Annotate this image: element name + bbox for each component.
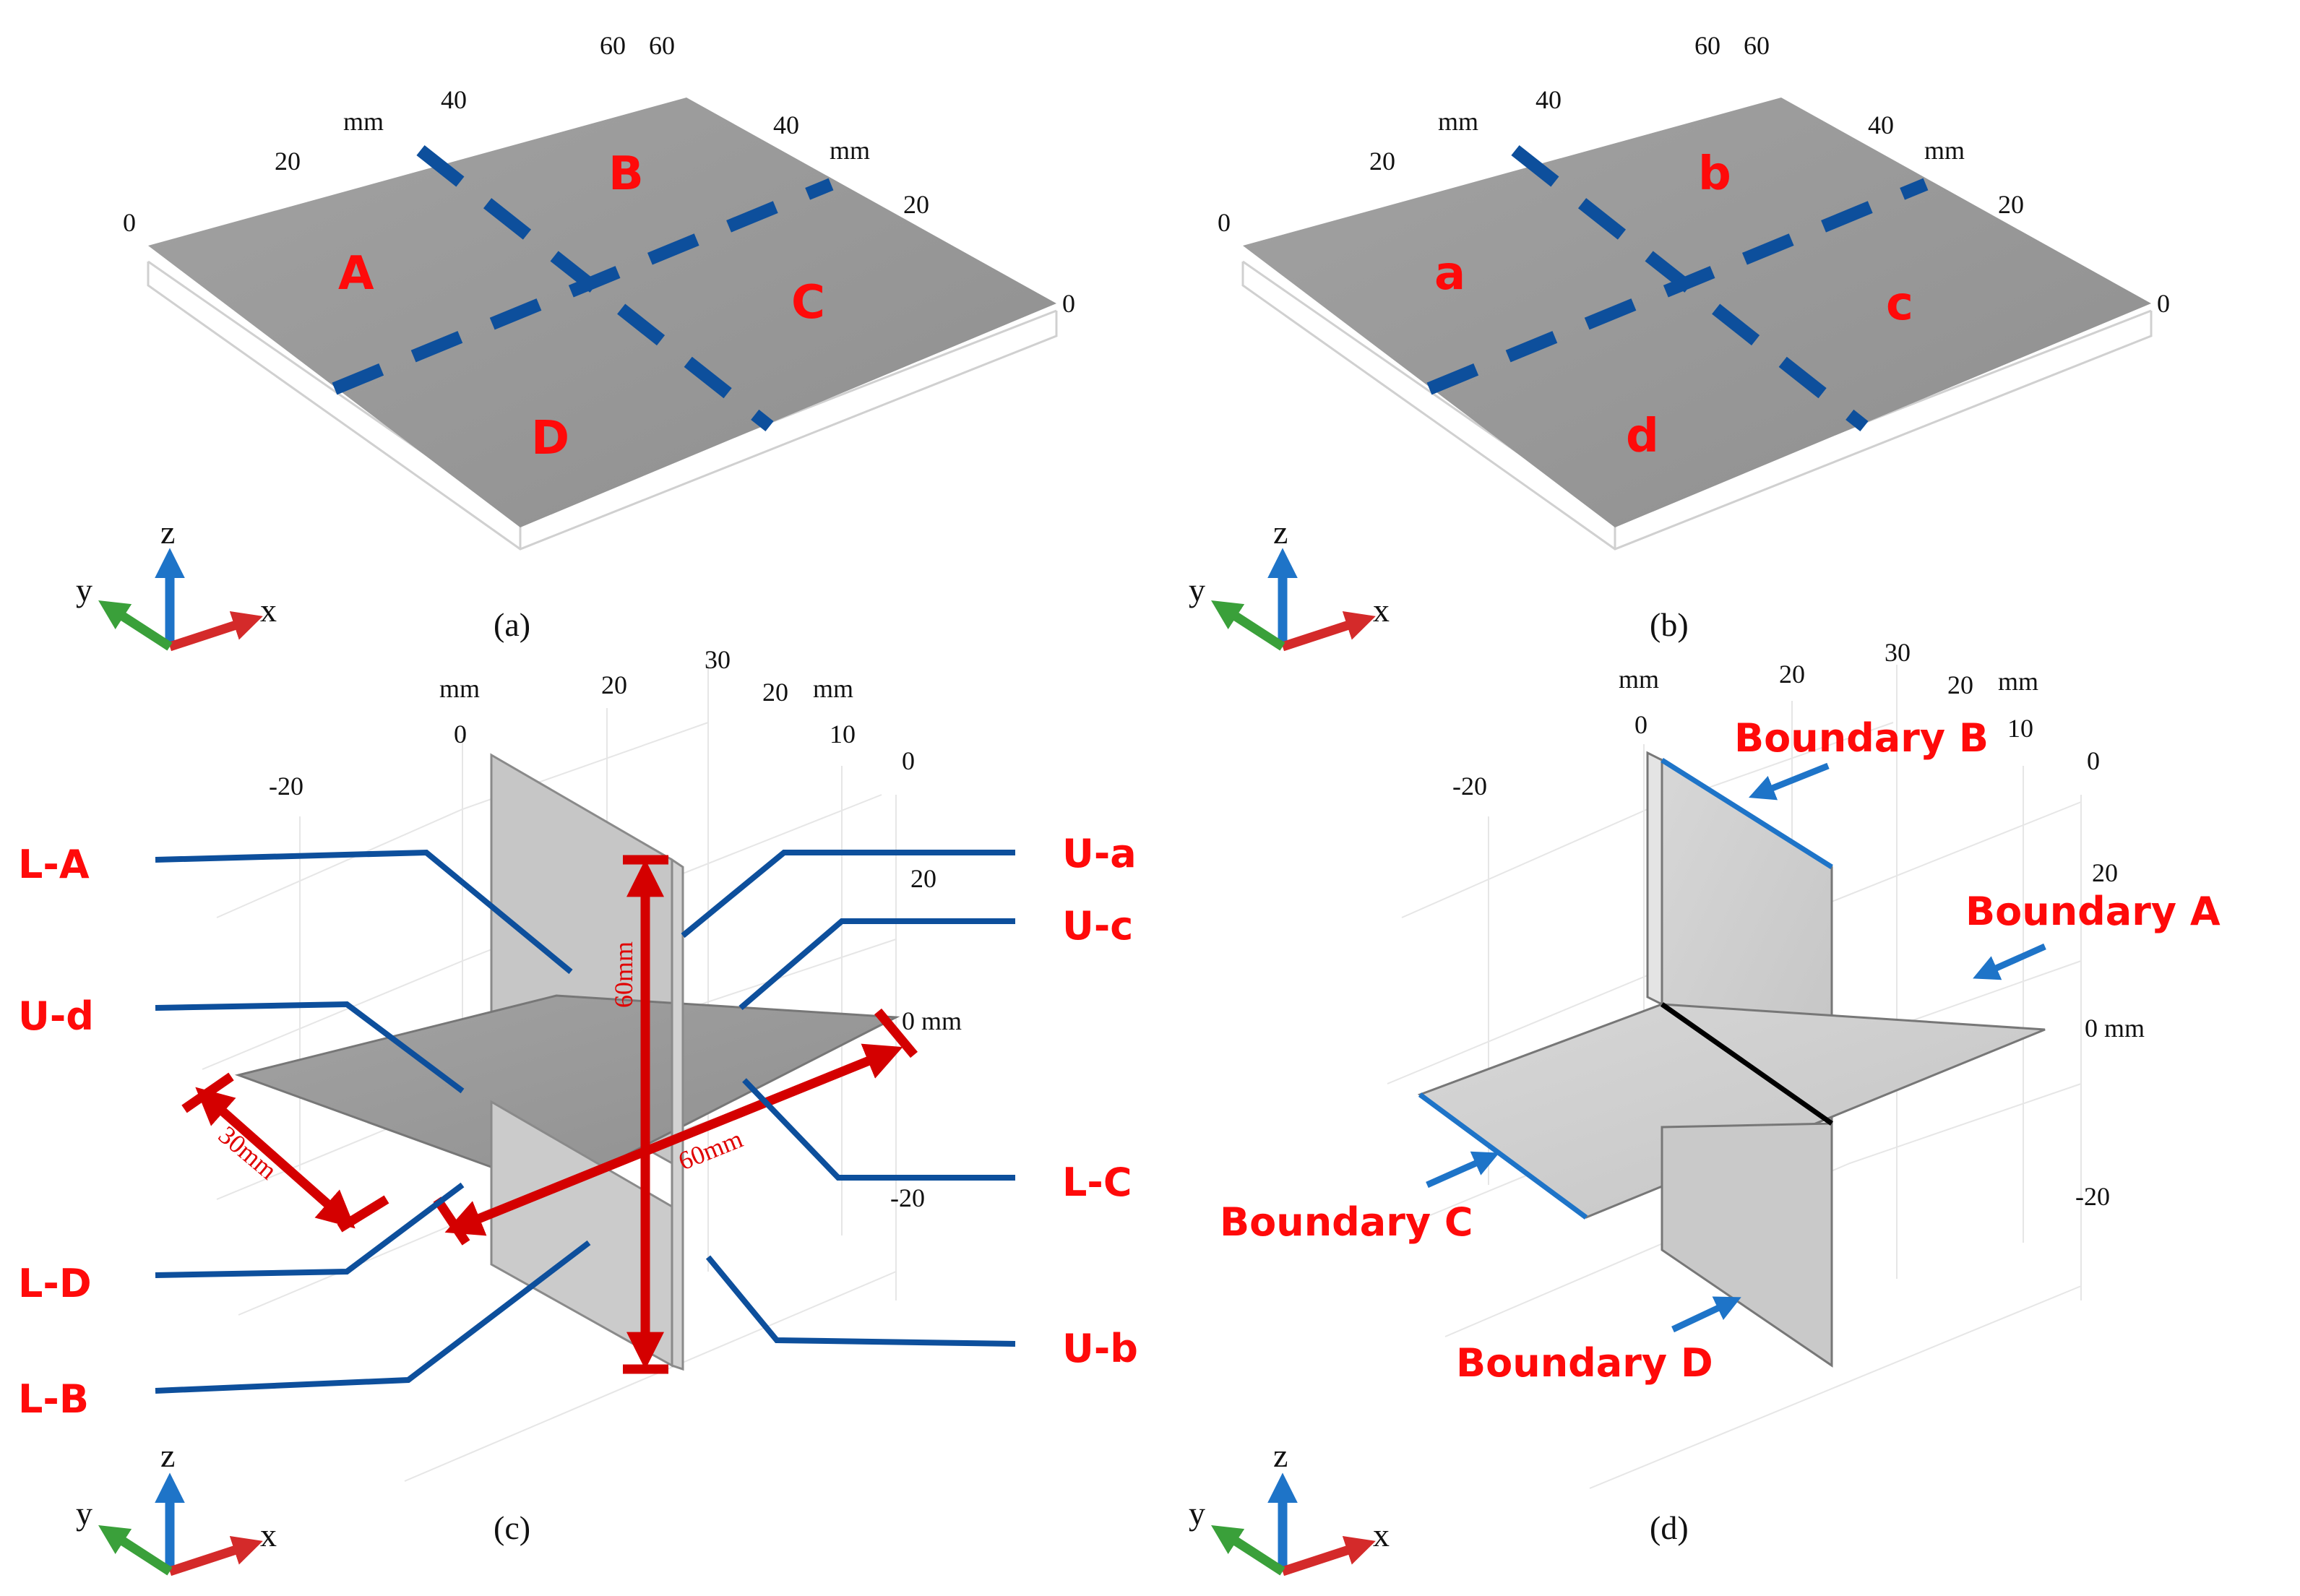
label-L-C: L-C bbox=[1062, 1160, 1132, 1205]
tick: 20 bbox=[2092, 858, 2118, 887]
axis-triad: z x y bbox=[76, 514, 277, 652]
tick: 0 bbox=[902, 746, 915, 775]
tick: 0 mm bbox=[2085, 1014, 2145, 1043]
axis-triad: z x y bbox=[1189, 514, 1390, 652]
rough-surface-a bbox=[148, 98, 1056, 527]
axis-y-label: y bbox=[1189, 571, 1205, 608]
label-boundary-C: Boundary C bbox=[1220, 1199, 1473, 1245]
region-C: C bbox=[791, 276, 825, 329]
label-L-D: L-D bbox=[18, 1261, 92, 1306]
tick: 0 bbox=[2157, 289, 2170, 318]
panel-b: a b c d 0 20 40 60 mm 60 40 20 0 mm z x … bbox=[1189, 31, 2170, 652]
label-L-A: L-A bbox=[18, 842, 90, 887]
axis-z-label: z bbox=[160, 514, 175, 551]
tick: mm bbox=[1619, 665, 1659, 694]
axis-y-label: y bbox=[76, 571, 92, 608]
tick: 30 bbox=[1885, 638, 1911, 667]
dim-height: 60mm bbox=[609, 941, 638, 1008]
rough-surface-b bbox=[1243, 98, 2151, 527]
tick: 40 bbox=[773, 111, 799, 139]
panel-d: Boundary B Boundary A Boundary C Boundar… bbox=[1189, 638, 2221, 1576]
label-boundary-A: Boundary A bbox=[1965, 889, 2221, 934]
region-b: b bbox=[1698, 147, 1731, 201]
tick: mm bbox=[1998, 667, 2038, 696]
caption: (d) bbox=[1650, 1509, 1689, 1546]
axis-y-label: y bbox=[76, 1495, 92, 1532]
tick: 20 bbox=[1947, 670, 1973, 699]
tick: -20 bbox=[1452, 772, 1487, 801]
unit-label: mm bbox=[343, 107, 384, 136]
label-U-a: U-a bbox=[1062, 831, 1137, 876]
tick: 0 bbox=[123, 208, 136, 237]
tick: mm bbox=[439, 674, 480, 703]
tick: 0 bbox=[454, 720, 467, 749]
region-c: c bbox=[1886, 277, 1913, 331]
axis-x-label: x bbox=[260, 1517, 277, 1553]
region-B: B bbox=[608, 147, 644, 201]
tick: 60 bbox=[600, 31, 626, 60]
tick: 0 bbox=[2087, 746, 2100, 775]
tick: mm bbox=[813, 674, 853, 703]
tick: -20 bbox=[2075, 1182, 2110, 1211]
tick: 20 bbox=[275, 147, 301, 176]
label-boundary-B: Boundary B bbox=[1734, 715, 1989, 761]
tick: 40 bbox=[441, 85, 467, 114]
tick: 60 bbox=[649, 31, 675, 60]
caption: (b) bbox=[1650, 606, 1689, 643]
tick: 20 bbox=[1998, 190, 2024, 219]
axis-x-label: x bbox=[260, 592, 277, 629]
region-D: D bbox=[531, 412, 569, 465]
tick: 60 bbox=[1744, 31, 1770, 60]
axis-z-label: z bbox=[1273, 514, 1288, 551]
tick: 30 bbox=[705, 645, 731, 674]
caption: (a) bbox=[494, 606, 530, 643]
tick: 10 bbox=[830, 720, 856, 749]
tick: 0 bbox=[1218, 208, 1231, 237]
region-a: a bbox=[1434, 247, 1465, 301]
tick: -20 bbox=[890, 1183, 925, 1212]
tick: 10 bbox=[2007, 714, 2033, 743]
axis-y-label: y bbox=[1189, 1495, 1205, 1532]
axis-z-label: z bbox=[1273, 1437, 1288, 1474]
axis-z-label: z bbox=[160, 1437, 175, 1474]
tick: 0 mm bbox=[902, 1006, 962, 1035]
tick: -20 bbox=[269, 772, 303, 801]
label-U-b: U-b bbox=[1062, 1326, 1138, 1371]
unit-label: mm bbox=[1924, 136, 1965, 165]
tick: 0 bbox=[1634, 710, 1648, 739]
region-d: d bbox=[1626, 410, 1659, 463]
tick: 20 bbox=[601, 670, 627, 699]
axis-triad: z x y bbox=[76, 1437, 277, 1576]
label-U-c: U-c bbox=[1062, 903, 1133, 949]
region-A: A bbox=[338, 247, 374, 301]
tick: 0 bbox=[1062, 289, 1075, 318]
caption: (c) bbox=[494, 1509, 530, 1546]
panel-c: 60mm 60mm 30mm L-A U-d L-D L-B U-a U-c L… bbox=[18, 645, 1138, 1576]
tick: 20 bbox=[1369, 147, 1395, 176]
tick: 20 bbox=[1779, 660, 1805, 689]
label-L-B: L-B bbox=[18, 1376, 89, 1422]
tick: 40 bbox=[1536, 85, 1562, 114]
tick: 20 bbox=[910, 864, 936, 893]
label-boundary-D: Boundary D bbox=[1456, 1340, 1713, 1386]
tick: 20 bbox=[903, 190, 929, 219]
unit-label: mm bbox=[830, 136, 870, 165]
tick: 20 bbox=[762, 678, 788, 707]
tick: 60 bbox=[1694, 31, 1720, 60]
unit-label: mm bbox=[1438, 107, 1478, 136]
axis-triad: z x y bbox=[1189, 1437, 1390, 1576]
tick: 40 bbox=[1868, 111, 1894, 139]
axis-x-label: x bbox=[1373, 592, 1390, 629]
panel-a: A B C D 0 20 40 60 mm 60 40 20 0 mm z x … bbox=[76, 31, 1075, 652]
label-U-d: U-d bbox=[18, 993, 94, 1039]
axis-x-label: x bbox=[1373, 1517, 1390, 1553]
